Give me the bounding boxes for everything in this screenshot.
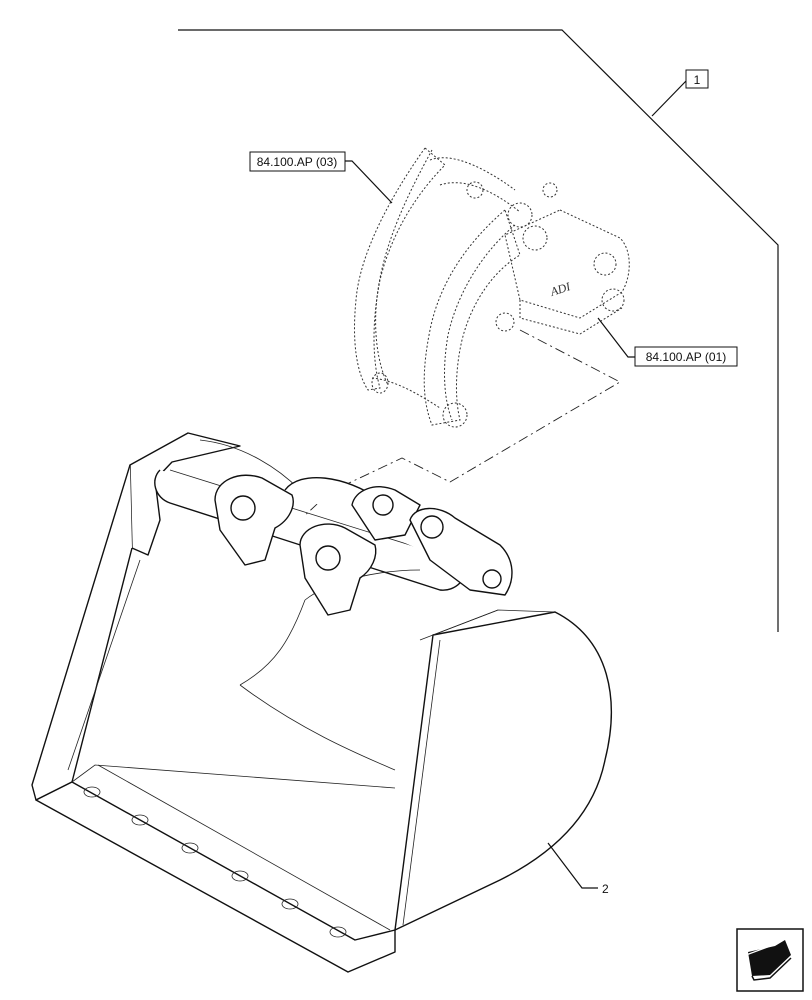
callout-2[interactable]: 2	[547, 842, 609, 896]
next-page-arrow-icon[interactable]	[736, 928, 804, 992]
callout-ref-03[interactable]: 84.100.AP (03)	[249, 151, 393, 204]
callout-1-label: 1	[694, 73, 701, 87]
callout-2-label: 2	[602, 882, 609, 896]
callout-ref-03-label: 84.100.AP (03)	[257, 155, 338, 169]
assembly-bracket-line	[178, 29, 779, 632]
coupler-logo-text: ADI	[548, 279, 573, 299]
bucket-drawing	[31, 432, 612, 973]
callout-ref-01-label: 84.100.AP (01)	[646, 350, 727, 364]
quick-coupler-drawing: ADI	[354, 147, 630, 428]
callout-1[interactable]: 1	[685, 69, 709, 89]
callout-ref-01[interactable]: 84.100.AP (01)	[597, 317, 738, 367]
